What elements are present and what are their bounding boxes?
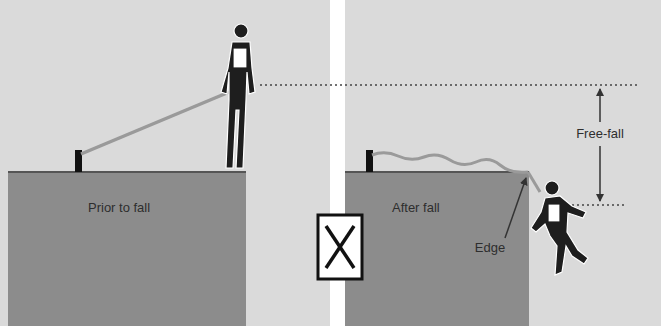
reference-line xyxy=(572,204,626,206)
cross-mark xyxy=(318,215,362,279)
roof-block xyxy=(8,172,246,326)
lanyard xyxy=(372,153,528,173)
dimension-arrow xyxy=(599,89,601,122)
lanyard xyxy=(81,90,234,154)
callout-label: Edge xyxy=(475,240,505,256)
roof-block xyxy=(345,172,529,326)
panel-label: Prior to fall xyxy=(88,200,150,216)
leader-arrow xyxy=(505,178,526,238)
anchor-post xyxy=(366,150,373,172)
reference-line xyxy=(260,84,640,86)
dimension-label: Free-fall xyxy=(574,126,626,142)
worker-falling xyxy=(531,181,588,275)
dimension-arrow xyxy=(599,146,601,201)
right-panel xyxy=(345,0,661,326)
worker-standing xyxy=(221,24,255,168)
panel-label: After fall xyxy=(392,200,440,216)
left-panel xyxy=(0,0,330,326)
